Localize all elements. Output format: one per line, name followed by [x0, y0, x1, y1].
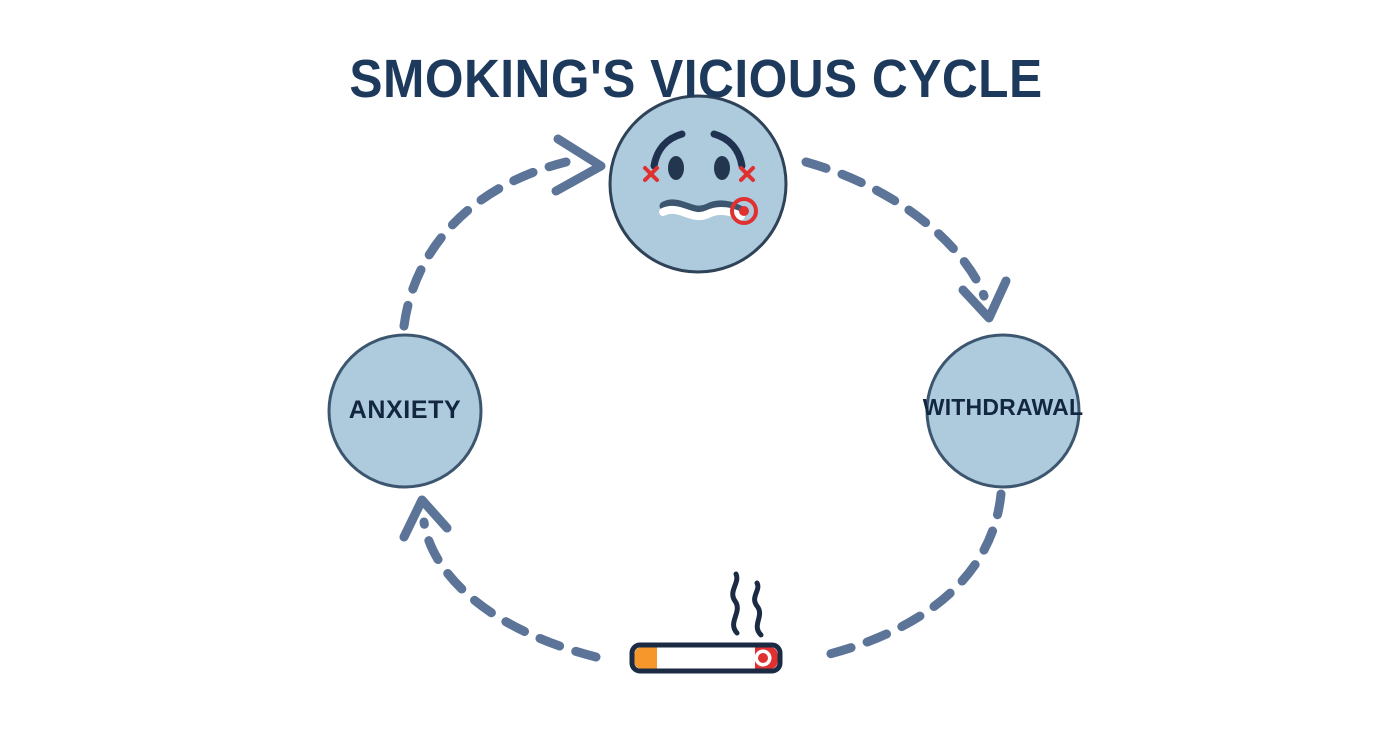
arrow-anxiety-to-face [399, 134, 606, 331]
cheek-x-right-icon [739, 166, 755, 182]
cheek-x-left-icon [643, 166, 659, 182]
eyebrow-right-icon [710, 130, 746, 170]
cigarette-body [629, 642, 783, 674]
face-cigarette-ember-icon [730, 197, 758, 225]
cigarette-ember-icon [754, 647, 778, 669]
lit-cigarette-icon[interactable] [629, 571, 783, 674]
eye-left-icon [668, 156, 684, 180]
node-withdrawal[interactable] [925, 333, 1081, 489]
smoke-curl-left-icon [730, 571, 740, 636]
smoke-curl-right-icon [752, 580, 764, 638]
node-smoker-face[interactable] [608, 94, 788, 274]
cigarette-filter [634, 647, 657, 669]
eye-right-icon [714, 156, 730, 180]
page-title: SMOKING'S VICIOUS CYCLE [349, 49, 1043, 109]
eyebrow-left-icon [650, 130, 686, 170]
node-anxiety[interactable] [327, 333, 483, 489]
arrow-face-to-withdrawal [801, 157, 1011, 323]
arrow-cigarette-to-anxiety [399, 495, 601, 662]
arrow-withdrawal-to-cigarette [813, 489, 1006, 662]
